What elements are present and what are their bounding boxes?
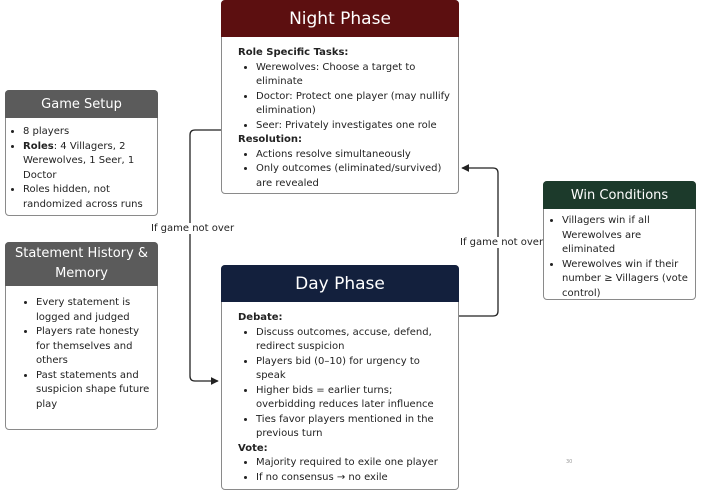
statement-history-body: Every statement is logged and judgedPlay… [6, 296, 157, 412]
section-label: Debate: [238, 312, 283, 323]
list-item: Players rate honesty for themselves and … [36, 325, 151, 369]
item-text: Roles hidden, not randomized across runs [23, 184, 143, 210]
list-item: Only outcomes (eliminated/survived) are … [256, 162, 452, 191]
section-label: Vote: [238, 442, 268, 454]
section-list: Actions resolve simultaneouslyOnly outco… [238, 148, 452, 192]
list-item: Discuss outcomes, accuse, defend, redire… [256, 326, 452, 355]
list-item: Werewolves win if their number ≥ Village… [562, 258, 693, 302]
item-keyword: Roles [23, 140, 54, 152]
statement-history-title: Statement History & Memory [14, 246, 149, 281]
footnote-mark: 30 [566, 459, 573, 465]
statement-history-header: Statement History & Memory [5, 242, 158, 286]
section-list: Majority required to exile one playerIf … [238, 456, 452, 485]
section-list: Discuss outcomes, accuse, defend, redire… [238, 326, 452, 442]
night-phase-node: Night Phase Role Specific Tasks: Werewolv… [221, 0, 459, 194]
night-phase-title: Night Phase [289, 8, 391, 29]
game-setup-node: Game Setup 8 playersRoles: 4 Villagers, … [5, 90, 158, 216]
win-conditions-body: Villagers win if all Werewolves are elim… [544, 214, 695, 301]
list-item: Higher bids = earlier turns; overbidding… [256, 384, 452, 413]
win-conditions-title: Win Conditions [570, 187, 669, 203]
statement-history-node: Statement History & Memory Every stateme… [5, 242, 158, 430]
list-item: Players bid (0–10) for urgency to speak [256, 355, 452, 384]
list-item: Ties favor players mentioned in the prev… [256, 413, 452, 442]
list-item: Roles hidden, not randomized across runs [23, 183, 153, 212]
win-conditions-node: Win Conditions Villagers win if all Were… [543, 181, 696, 300]
game-setup-title: Game Setup [41, 96, 122, 112]
day-phase-header: Day Phase [221, 265, 459, 302]
arrow-night-to-day [189, 129, 221, 385]
list-item: Past statements and suspicion shape futu… [36, 369, 151, 413]
night-phase-body: Role Specific Tasks: Werewolves: Choose a… [222, 46, 458, 191]
list-item: Villagers win if all Werewolves are elim… [562, 214, 693, 258]
section-list: Werewolves: Choose a target to eliminate… [238, 61, 452, 134]
edge-label-day-to-night: If game not over [460, 237, 544, 248]
list-item: Roles: 4 Villagers, 2 Werewolves, 1 Seer… [23, 140, 153, 184]
section-label: Resolution: [238, 134, 303, 145]
list-item: If no consensus → no exile [256, 471, 452, 486]
list-item: Actions resolve simultaneously [256, 148, 452, 163]
day-phase-node: Day Phase Debate: Discuss outcomes, accus… [221, 265, 459, 490]
day-phase-title: Day Phase [295, 273, 385, 294]
win-conditions-header: Win Conditions [543, 181, 696, 209]
item-text: : 4 Villagers, 2 Werewolves, 1 Seer, 1 D… [23, 140, 135, 181]
item-text: 8 players [23, 126, 70, 137]
game-setup-header: Game Setup [5, 90, 158, 118]
day-phase-body: Debate: Discuss outcomes, accuse, defend,… [222, 311, 458, 485]
night-phase-header: Night Phase [221, 0, 459, 37]
list-item: Every statement is logged and judged [36, 296, 151, 325]
edge-label-night-to-day: If game not over [151, 223, 235, 234]
game-setup-body: 8 playersRoles: 4 Villagers, 2 Werewolve… [6, 125, 157, 212]
list-item: Doctor: Protect one player (may nullify … [256, 90, 452, 119]
list-item: Seer: Privately investigates one role [256, 119, 452, 134]
list-item: Werewolves: Choose a target to eliminate [256, 61, 452, 90]
section-label: Role Specific Tasks: [238, 47, 349, 58]
list-item: 8 players [23, 125, 153, 140]
list-item: Majority required to exile one player [256, 456, 452, 471]
